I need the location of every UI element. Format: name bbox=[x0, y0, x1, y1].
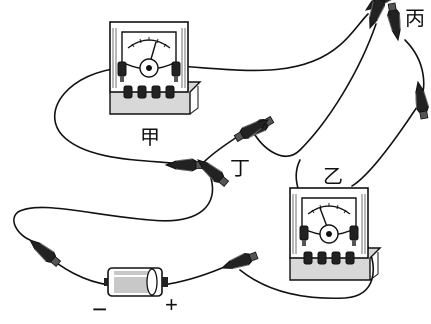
wires bbox=[13, 13, 425, 300]
label-meter-yi: 乙 bbox=[323, 164, 343, 188]
wire-left-battery bbox=[13, 174, 214, 241]
wire-battery-pos bbox=[161, 267, 223, 286]
battery-negative-sign: − bbox=[92, 294, 108, 324]
wire-bing-yi bbox=[351, 39, 425, 187]
wire-jia-left bbox=[53, 67, 173, 164]
wire-jia-right bbox=[177, 13, 369, 72]
multimeter-jia bbox=[109, 21, 202, 115]
label-clip-ding: 丁 bbox=[230, 156, 250, 180]
battery-positive-sign: + bbox=[165, 292, 178, 317]
wire-bing-ding bbox=[254, 23, 377, 157]
label-clip-bing: 丙 bbox=[405, 6, 425, 30]
multimeter-yi bbox=[289, 187, 382, 281]
wire-clip-yi bbox=[239, 239, 374, 300]
label-meter-jia: 甲 bbox=[140, 125, 160, 149]
battery bbox=[104, 267, 168, 297]
